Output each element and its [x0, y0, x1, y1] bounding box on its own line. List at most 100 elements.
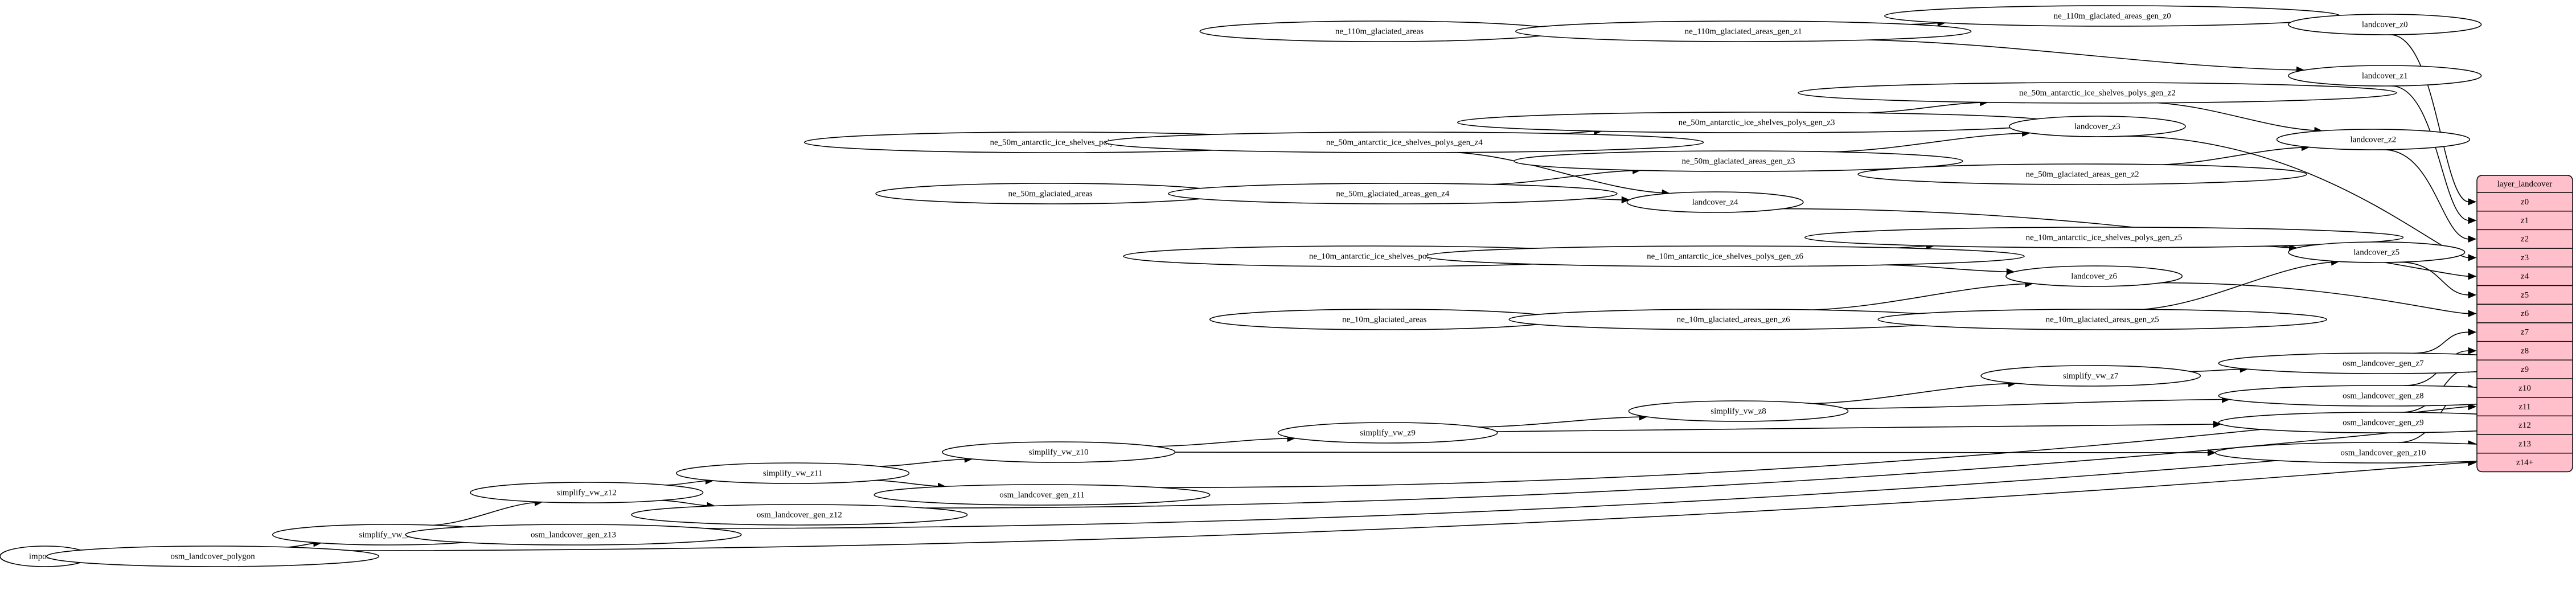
node-shape-ne_10m_antarctic_ice_shelves_polys_gen_z5[interactable]	[1804, 227, 2404, 248]
node-shape-ne_10m_glaciated_areas_gen_z5[interactable]	[1877, 309, 2327, 330]
node-ne_50m_antarctic_ice_shelves_polys_gen_z4[interactable]: ne_50m_antarctic_ice_shelves_polys_gen_z…	[1105, 132, 1704, 153]
table-row-z11[interactable]	[2477, 397, 2573, 416]
node-shape-landcover_z4[interactable]	[1626, 191, 1804, 213]
node-shape-simplify_vw_z9[interactable]	[1277, 422, 1498, 444]
edge-simplify_vw_z9-to-simplify_vw_z8	[1479, 416, 1640, 428]
node-landcover_z4[interactable]: landcover_z4	[1626, 191, 1804, 213]
edge-ne_50m_glaciated_areas_gen_z4-to-ne_50m_glaciated_areas_gen_z3	[1491, 170, 1634, 185]
node-shape-ne_110m_glaciated_areas_gen_z1[interactable]	[1515, 20, 1972, 42]
table-row-z8[interactable]	[2477, 342, 2573, 360]
edge-landcover_z1-to-layer_landcover-z1	[2391, 85, 2470, 221]
node-landcover_z0[interactable]: landcover_z0	[2288, 14, 2482, 35]
table-row-z9[interactable]	[2477, 360, 2573, 379]
node-osm_landcover_gen_z12[interactable]: osm_landcover_gen_z12	[631, 504, 968, 526]
node-ne_10m_glaciated_areas_gen_z5[interactable]: ne_10m_glaciated_areas_gen_z5	[1877, 309, 2327, 330]
node-ne_50m_glaciated_areas_gen_z4[interactable]: ne_50m_glaciated_areas_gen_z4	[1168, 183, 1618, 204]
node-shape-osm_landcover_gen_z12[interactable]	[631, 504, 968, 526]
node-shape-ne_50m_antarctic_ice_shelves_polys_gen_z3[interactable]	[1457, 112, 2057, 133]
edge-arrowhead	[2468, 329, 2477, 336]
node-shape-ne_10m_glaciated_areas[interactable]	[1209, 309, 1560, 330]
table-row-z5[interactable]	[2477, 286, 2573, 305]
node-shape-osm_landcover_gen_z13[interactable]	[405, 524, 742, 546]
node-landcover_z5[interactable]: landcover_z5	[2288, 241, 2466, 263]
node-shape-simplify_vw_z11[interactable]	[676, 462, 910, 484]
node-shape-ne_50m_glaciated_areas_gen_z4[interactable]	[1168, 183, 1618, 204]
table-row-z2[interactable]	[2477, 229, 2573, 248]
edge-simplify_vw_z11-to-simplify_vw_z10	[879, 458, 966, 467]
table-row-z3[interactable]	[2477, 248, 2573, 267]
node-ne_110m_glaciated_areas_gen_z1[interactable]: ne_110m_glaciated_areas_gen_z1	[1515, 20, 1972, 42]
node-shape-landcover_z0[interactable]	[2288, 14, 2482, 35]
node-ne_110m_glaciated_areas_gen_z0[interactable]: ne_110m_glaciated_areas_gen_z0	[1884, 5, 2341, 27]
node-osm_landcover_gen_z13[interactable]: osm_landcover_gen_z13	[405, 524, 742, 546]
node-osm_landcover_gen_z11[interactable]: osm_landcover_gen_z11	[873, 484, 1211, 506]
node-landcover_z3[interactable]: landcover_z3	[2008, 116, 2186, 137]
node-shape-ne_50m_glaciated_areas_gen_z2[interactable]	[1857, 163, 2307, 185]
edge-ne_50m_glaciated_areas_gen_z3-to-landcover_z3	[1834, 133, 2023, 153]
node-shape-simplify_vw_z12[interactable]	[470, 482, 704, 503]
edge-arrowhead	[1621, 196, 1630, 204]
node-shape-ne_10m_antarctic_ice_shelves_polys_gen_z6[interactable]	[1425, 245, 2025, 267]
edge-arrowhead	[2468, 403, 2477, 411]
node-ne_50m_antarctic_ice_shelves_polys_gen_z2[interactable]: ne_50m_antarctic_ice_shelves_polys_gen_z…	[1798, 82, 2397, 104]
node-shape-ne_110m_glaciated_areas_gen_z0[interactable]	[1884, 5, 2341, 27]
edge-simplify_vw_z9-to-osm_landcover_gen_z9	[1496, 424, 2214, 432]
node-simplify_vw_z7[interactable]: simplify_vw_z7	[1980, 365, 2201, 387]
edge-simplify_vw_z10-to-simplify_vw_z9	[1155, 438, 1289, 447]
node-shape-ne_50m_antarctic_ice_shelves_polys_gen_z4[interactable]	[1105, 132, 1704, 153]
edge-ne_50m_antarctic_ice_shelves_polys_gen_z4-to-landcover_z4	[1457, 151, 1663, 194]
table-row-z7[interactable]	[2477, 323, 2573, 342]
node-ne_10m_glaciated_areas[interactable]: ne_10m_glaciated_areas	[1209, 309, 1560, 330]
node-landcover_z6[interactable]: landcover_z6	[2005, 265, 2183, 287]
node-simplify_vw_z12[interactable]: simplify_vw_z12	[470, 482, 704, 503]
edge-simplify_vw_z10-to-osm_landcover_gen_z10	[1175, 452, 2209, 453]
node-simplify_vw_z10[interactable]: simplify_vw_z10	[942, 441, 1176, 463]
node-shape-landcover_z6[interactable]	[2005, 265, 2183, 287]
node-ne_110m_glaciated_areas[interactable]: ne_110m_glaciated_areas	[1199, 20, 1560, 42]
node-landcover_z1[interactable]: landcover_z1	[2288, 65, 2482, 87]
node-shape-ne_50m_glaciated_areas_gen_z3[interactable]	[1513, 150, 1963, 172]
table-row-z14+[interactable]	[2477, 453, 2573, 472]
table-row-z4[interactable]	[2477, 267, 2573, 286]
edge-arrowhead	[2468, 235, 2477, 243]
edge-arrowhead	[2468, 216, 2477, 224]
table-row-z0[interactable]	[2477, 192, 2573, 211]
edge-ne_50m_glaciated_areas_gen_z2-to-landcover_z2	[2162, 147, 2303, 165]
node-osm_landcover_polygon[interactable]: osm_landcover_polygon	[46, 546, 380, 567]
node-shape-ne_50m_antarctic_ice_shelves_polys_gen_z2[interactable]	[1798, 82, 2397, 104]
table-row-z6[interactable]	[2477, 304, 2573, 323]
node-shape-landcover_z3[interactable]	[2008, 116, 2186, 137]
edge-simplify_vw_z7-to-osm_landcover_gen_z7	[2190, 368, 2241, 372]
edge-ne_50m_antarctic_ice_shelves_polys_gen_z3-to-ne_50m_antarctic_ice_shelves_polys_gen_z2	[1866, 102, 1981, 114]
table-row-z12[interactable]	[2477, 416, 2573, 434]
node-ne_10m_antarctic_ice_shelves_polys_gen_z6[interactable]: ne_10m_antarctic_ice_shelves_polys_gen_z…	[1425, 245, 2025, 267]
edge-arrowhead	[2468, 254, 2477, 261]
edge-simplify_vw_z12-to-simplify_vw_z11	[666, 480, 707, 486]
node-ne_50m_antarctic_ice_shelves_polys_gen_z3[interactable]: ne_50m_antarctic_ice_shelves_polys_gen_z…	[1457, 112, 2057, 133]
node-simplify_vw_z11[interactable]: simplify_vw_z11	[676, 462, 910, 484]
node-simplify_vw_z8[interactable]: simplify_vw_z8	[1628, 400, 1849, 422]
edge-landcover_z6-to-layer_landcover-z6	[2161, 282, 2470, 314]
node-shape-osm_landcover_gen_z11[interactable]	[873, 484, 1211, 506]
node-ne_50m_glaciated_areas_gen_z2[interactable]: ne_50m_glaciated_areas_gen_z2	[1857, 163, 2307, 185]
table-row-z1[interactable]	[2477, 211, 2573, 230]
table-row-z10[interactable]	[2477, 379, 2573, 397]
node-shape-ne_110m_glaciated_areas[interactable]	[1199, 20, 1560, 42]
edge-landcover_z0-to-layer_landcover-z0	[2390, 34, 2470, 203]
node-ne_10m_antarctic_ice_shelves_polys_gen_z5[interactable]: ne_10m_antarctic_ice_shelves_polys_gen_z…	[1804, 227, 2404, 248]
node-shape-simplify_vw_z10[interactable]	[942, 441, 1176, 463]
node-shape-osm_landcover_polygon[interactable]	[46, 546, 380, 567]
edge-landcover_z2-to-layer_landcover-z2	[2384, 149, 2470, 240]
node-landcover_z2[interactable]: landcover_z2	[2276, 129, 2470, 150]
node-shape-simplify_vw_z8[interactable]	[1628, 400, 1849, 422]
table-row-z13[interactable]	[2477, 434, 2573, 453]
node-shape-landcover_z2[interactable]	[2276, 129, 2470, 150]
node-shape-landcover_z1[interactable]	[2288, 65, 2482, 87]
node-simplify_vw_z9[interactable]: simplify_vw_z9	[1277, 422, 1498, 444]
edge-ne_110m_glaciated_areas_gen_z1-to-landcover_z1	[1867, 39, 2298, 71]
edge-ne_10m_antarctic_ice_shelves_polys_gen_z6-to-landcover_z6	[1885, 264, 2008, 272]
node-shape-simplify_vw_z7[interactable]	[1980, 365, 2201, 387]
edge-ne_10m_glaciated_areas_gen_z5-to-landcover_z5	[2143, 261, 2332, 310]
node-shape-landcover_z5[interactable]	[2288, 241, 2466, 263]
